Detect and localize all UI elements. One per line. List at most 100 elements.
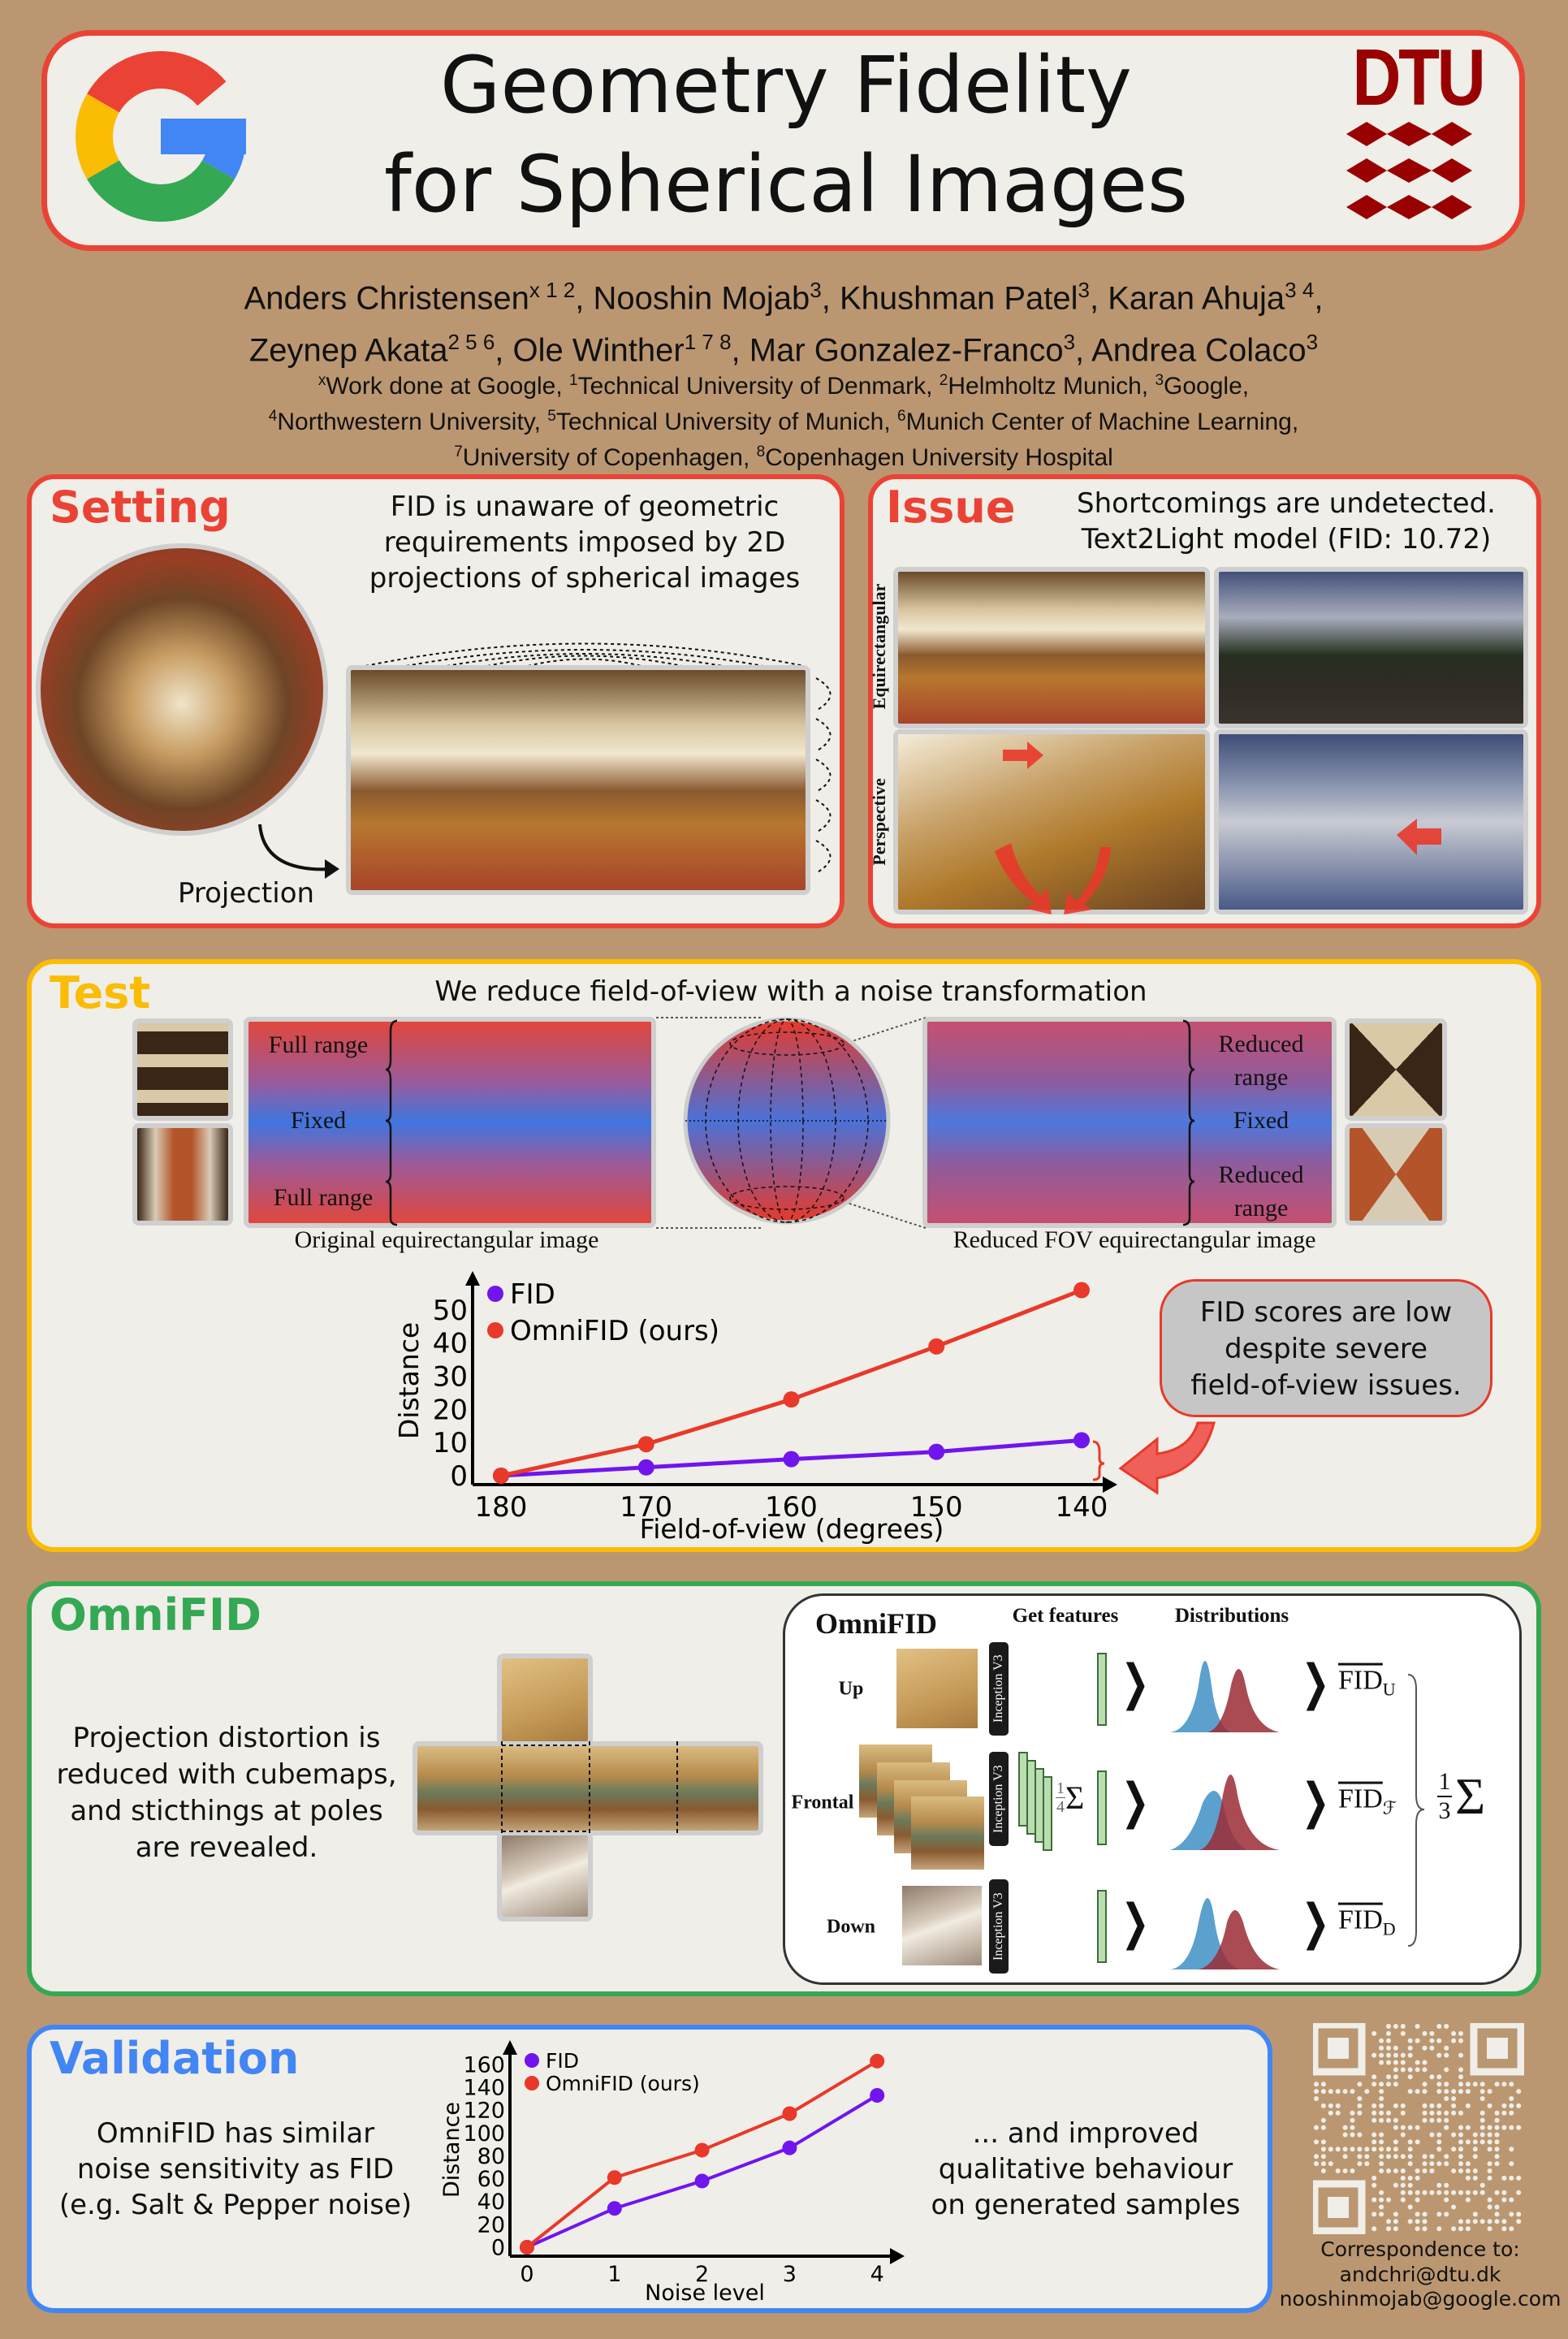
legend-label: FID [510,1278,555,1311]
affiliation-name: Work done at Google, [326,373,570,400]
qr-module [1516,2103,1522,2108]
qr-module [1393,2125,1398,2130]
author-affiliation-marks: 3 [1063,330,1076,355]
qr-code[interactable] [1313,2023,1524,2234]
qr-module [1386,2082,1391,2087]
qr-finder-pattern [1313,2180,1366,2234]
qr-module [1516,2211,1522,2217]
qr-module [1407,2161,1413,2167]
sphere-diagram [656,1017,927,1229]
qr-module [1516,2219,1522,2224]
author-name: Anders Christensen [244,280,529,317]
qr-module [1407,2052,1413,2058]
reduced-label-bottom: Reduced [1218,1161,1304,1188]
qr-module [1379,2204,1384,2210]
qr-module [1444,2182,1449,2188]
affiliation-mark: 3 [1155,372,1164,389]
qr-module [1386,2052,1391,2058]
qr-module [1487,2204,1492,2210]
row-label-down: Down [826,1916,876,1938]
correspondence-label: Correspondence to: [1320,2237,1520,2261]
qr-module [1444,2045,1449,2051]
qr-module [1429,2117,1435,2123]
affiliation-name: Copenhagen University Hospital [765,444,1113,471]
qr-module [1364,2154,1370,2160]
projection-arrow-icon [258,824,339,879]
qr-module [1371,2117,1377,2123]
qr-module [1429,2190,1435,2195]
qr-module [1458,2154,1463,2160]
qr-module [1422,2154,1428,2160]
author-name: Nooshin Mojab [593,280,810,317]
full-range-bottom-label: Full range [273,1184,374,1211]
frontal-feature-4 [1043,1776,1052,1851]
qr-module [1342,2125,1348,2130]
qr-module [1501,2103,1507,2108]
qr-module [1451,2168,1457,2173]
qr-module [1501,2082,1507,2087]
qr-module [1458,2161,1463,2167]
fid-down-label: FIDD [1338,1904,1396,1939]
qr-module [1386,2060,1391,2065]
qr-module [1494,2161,1500,2167]
x-tick-label: 4 [870,2262,884,2287]
email-google[interactable]: nooshinmojab@google.com [1279,2287,1562,2311]
qr-module [1509,2197,1514,2203]
qr-module [1487,2161,1492,2167]
inception-v3-frontal: Inception V3 [989,1752,1009,1846]
qr-module [1429,2045,1435,2051]
qr-module [1465,2190,1471,2195]
reduced-label-top: Reduced [1218,1031,1304,1057]
author-name: Zeynep Akata [248,332,448,369]
data-point [520,2240,534,2255]
qr-module [1379,2110,1384,2116]
data-point [870,2053,885,2069]
chevron-right-icon: ❯ [1301,1654,1330,1711]
qr-module [1472,2175,1478,2181]
legend-label: FID [546,2049,579,2073]
qr-module [1415,2190,1420,2195]
qr-module [1357,2082,1363,2087]
email-dtu[interactable]: andchri@dtu.dk [1339,2263,1501,2286]
qr-module [1386,2030,1391,2036]
qr-module [1320,2125,1326,2130]
qr-module [1350,2147,1355,2152]
y-tick-label: 0 [450,1460,468,1493]
validation-right-text-2: qualitative behaviour [938,2153,1233,2186]
author-affiliation-marks: x 1 2 [529,278,576,302]
qr-module [1422,2045,1428,2051]
distributions-header: Distributions [1174,1605,1289,1627]
data-point [607,2170,622,2186]
qr-module [1393,2060,1398,2065]
qr-module [1444,2089,1449,2095]
qr-module [1458,2030,1463,2036]
qr-module [1422,2030,1428,2036]
fixed-label-reduced: Fixed [1233,1107,1289,1134]
qr-module [1407,2074,1413,2080]
qr-module [1422,2110,1428,2116]
sum-brace [1407,1674,1425,1947]
qr-module [1415,2197,1420,2203]
qr-module [1407,2089,1413,2095]
y-tick-label: 80 [477,2144,505,2169]
author-affiliation-marks: 3 [810,278,822,302]
qr-finder-center [1328,2197,1349,2218]
author-separator: , [1089,280,1108,317]
callout-line-2: despite severe [1224,1333,1428,1365]
qr-module [1335,2147,1341,2152]
distribution-histograms [1170,1661,1280,1969]
qr-module [1451,2038,1457,2043]
qr-module [1472,2168,1478,2173]
qr-module [1371,2132,1377,2138]
qr-module [1509,2110,1514,2116]
chevron-right-icon: ❯ [1121,1894,1150,1951]
qr-module [1386,2045,1391,2051]
qr-module [1379,2211,1384,2217]
qr-module [1335,2089,1341,2095]
qr-module [1479,2110,1485,2116]
qr-module [1509,2211,1514,2217]
author-separator: , [575,280,594,317]
qr-module [1320,2154,1326,2160]
y-tick-label: 50 [433,1295,468,1327]
